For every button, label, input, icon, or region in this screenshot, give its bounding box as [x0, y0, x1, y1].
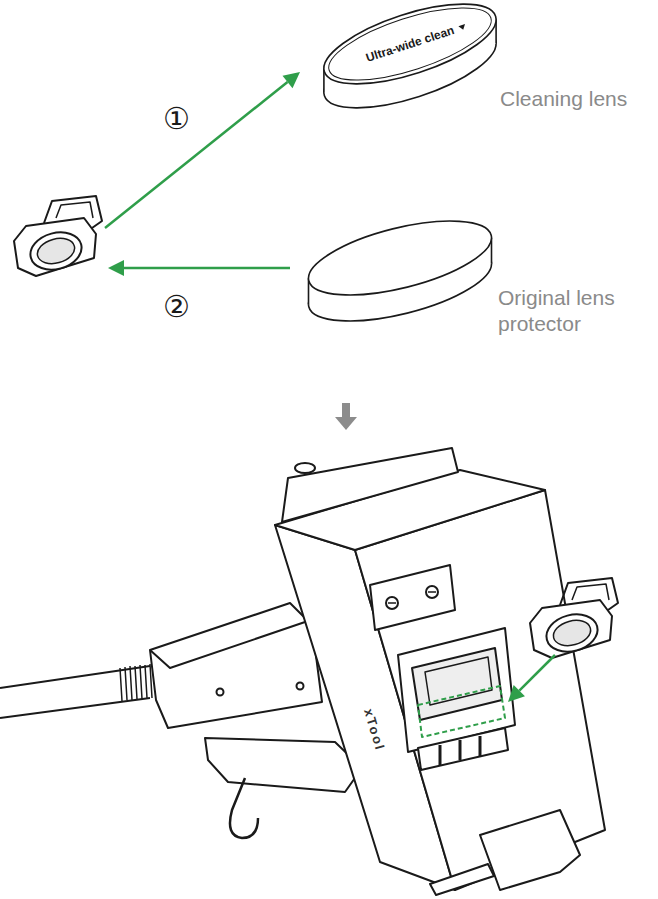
arm-edge [150, 622, 305, 668]
exchange-step [14, 72, 498, 336]
lens-outline [318, 2, 508, 120]
holder-loop-inner [572, 584, 609, 600]
callout-number: ② [163, 288, 190, 326]
top-block [282, 448, 458, 522]
down-arrow [335, 403, 357, 430]
green-arrow [508, 655, 555, 702]
lens-holder [14, 196, 102, 276]
arrow-shaft [342, 403, 350, 418]
arrow-head [508, 685, 525, 702]
holder-body [530, 600, 612, 658]
arrow-head [108, 260, 124, 276]
lens-disc [315, 0, 505, 124]
laser-module [0, 448, 605, 895]
screw-slot [388, 592, 436, 603]
orientation-mark [458, 24, 466, 31]
arrow-shaft [519, 655, 555, 691]
arrow-head [283, 72, 300, 88]
holder-body [14, 218, 96, 276]
rod [0, 666, 150, 718]
holder-loop-inner [56, 202, 93, 218]
body-front [355, 490, 605, 890]
lens-inner-rim [321, 0, 499, 95]
vent [440, 736, 480, 765]
callout-number: ① [163, 100, 190, 138]
cleaning-lens: Ultra-wide clean [318, 2, 508, 120]
holder-glass [35, 234, 78, 267]
lens-slot-detail [425, 657, 492, 705]
arrow-head [335, 417, 357, 430]
screw-plate [370, 565, 455, 630]
holder-ring [26, 227, 86, 275]
target-outline [418, 686, 505, 737]
arm [150, 603, 322, 728]
screw [217, 689, 224, 696]
holder-glass [551, 616, 594, 649]
vent-bar [418, 728, 508, 770]
screw [297, 683, 304, 690]
part-label: Original lens protector [498, 285, 650, 338]
holder-ring [542, 609, 602, 657]
green-arrow [105, 72, 300, 228]
lever [430, 864, 494, 895]
green-arrow [108, 260, 290, 276]
arrow-shaft [124, 267, 290, 270]
bracket [205, 738, 362, 792]
lens-slot [412, 648, 502, 720]
original-lens-protector [302, 206, 499, 336]
clip [480, 810, 580, 890]
rod-thread [120, 664, 152, 701]
part-label: Cleaning lens [500, 86, 627, 112]
arrow-shaft [105, 82, 288, 228]
lens-holder [530, 578, 618, 658]
knob [295, 463, 315, 473]
hook [230, 778, 258, 838]
disc-top [315, 0, 505, 100]
disc-top [302, 206, 499, 310]
